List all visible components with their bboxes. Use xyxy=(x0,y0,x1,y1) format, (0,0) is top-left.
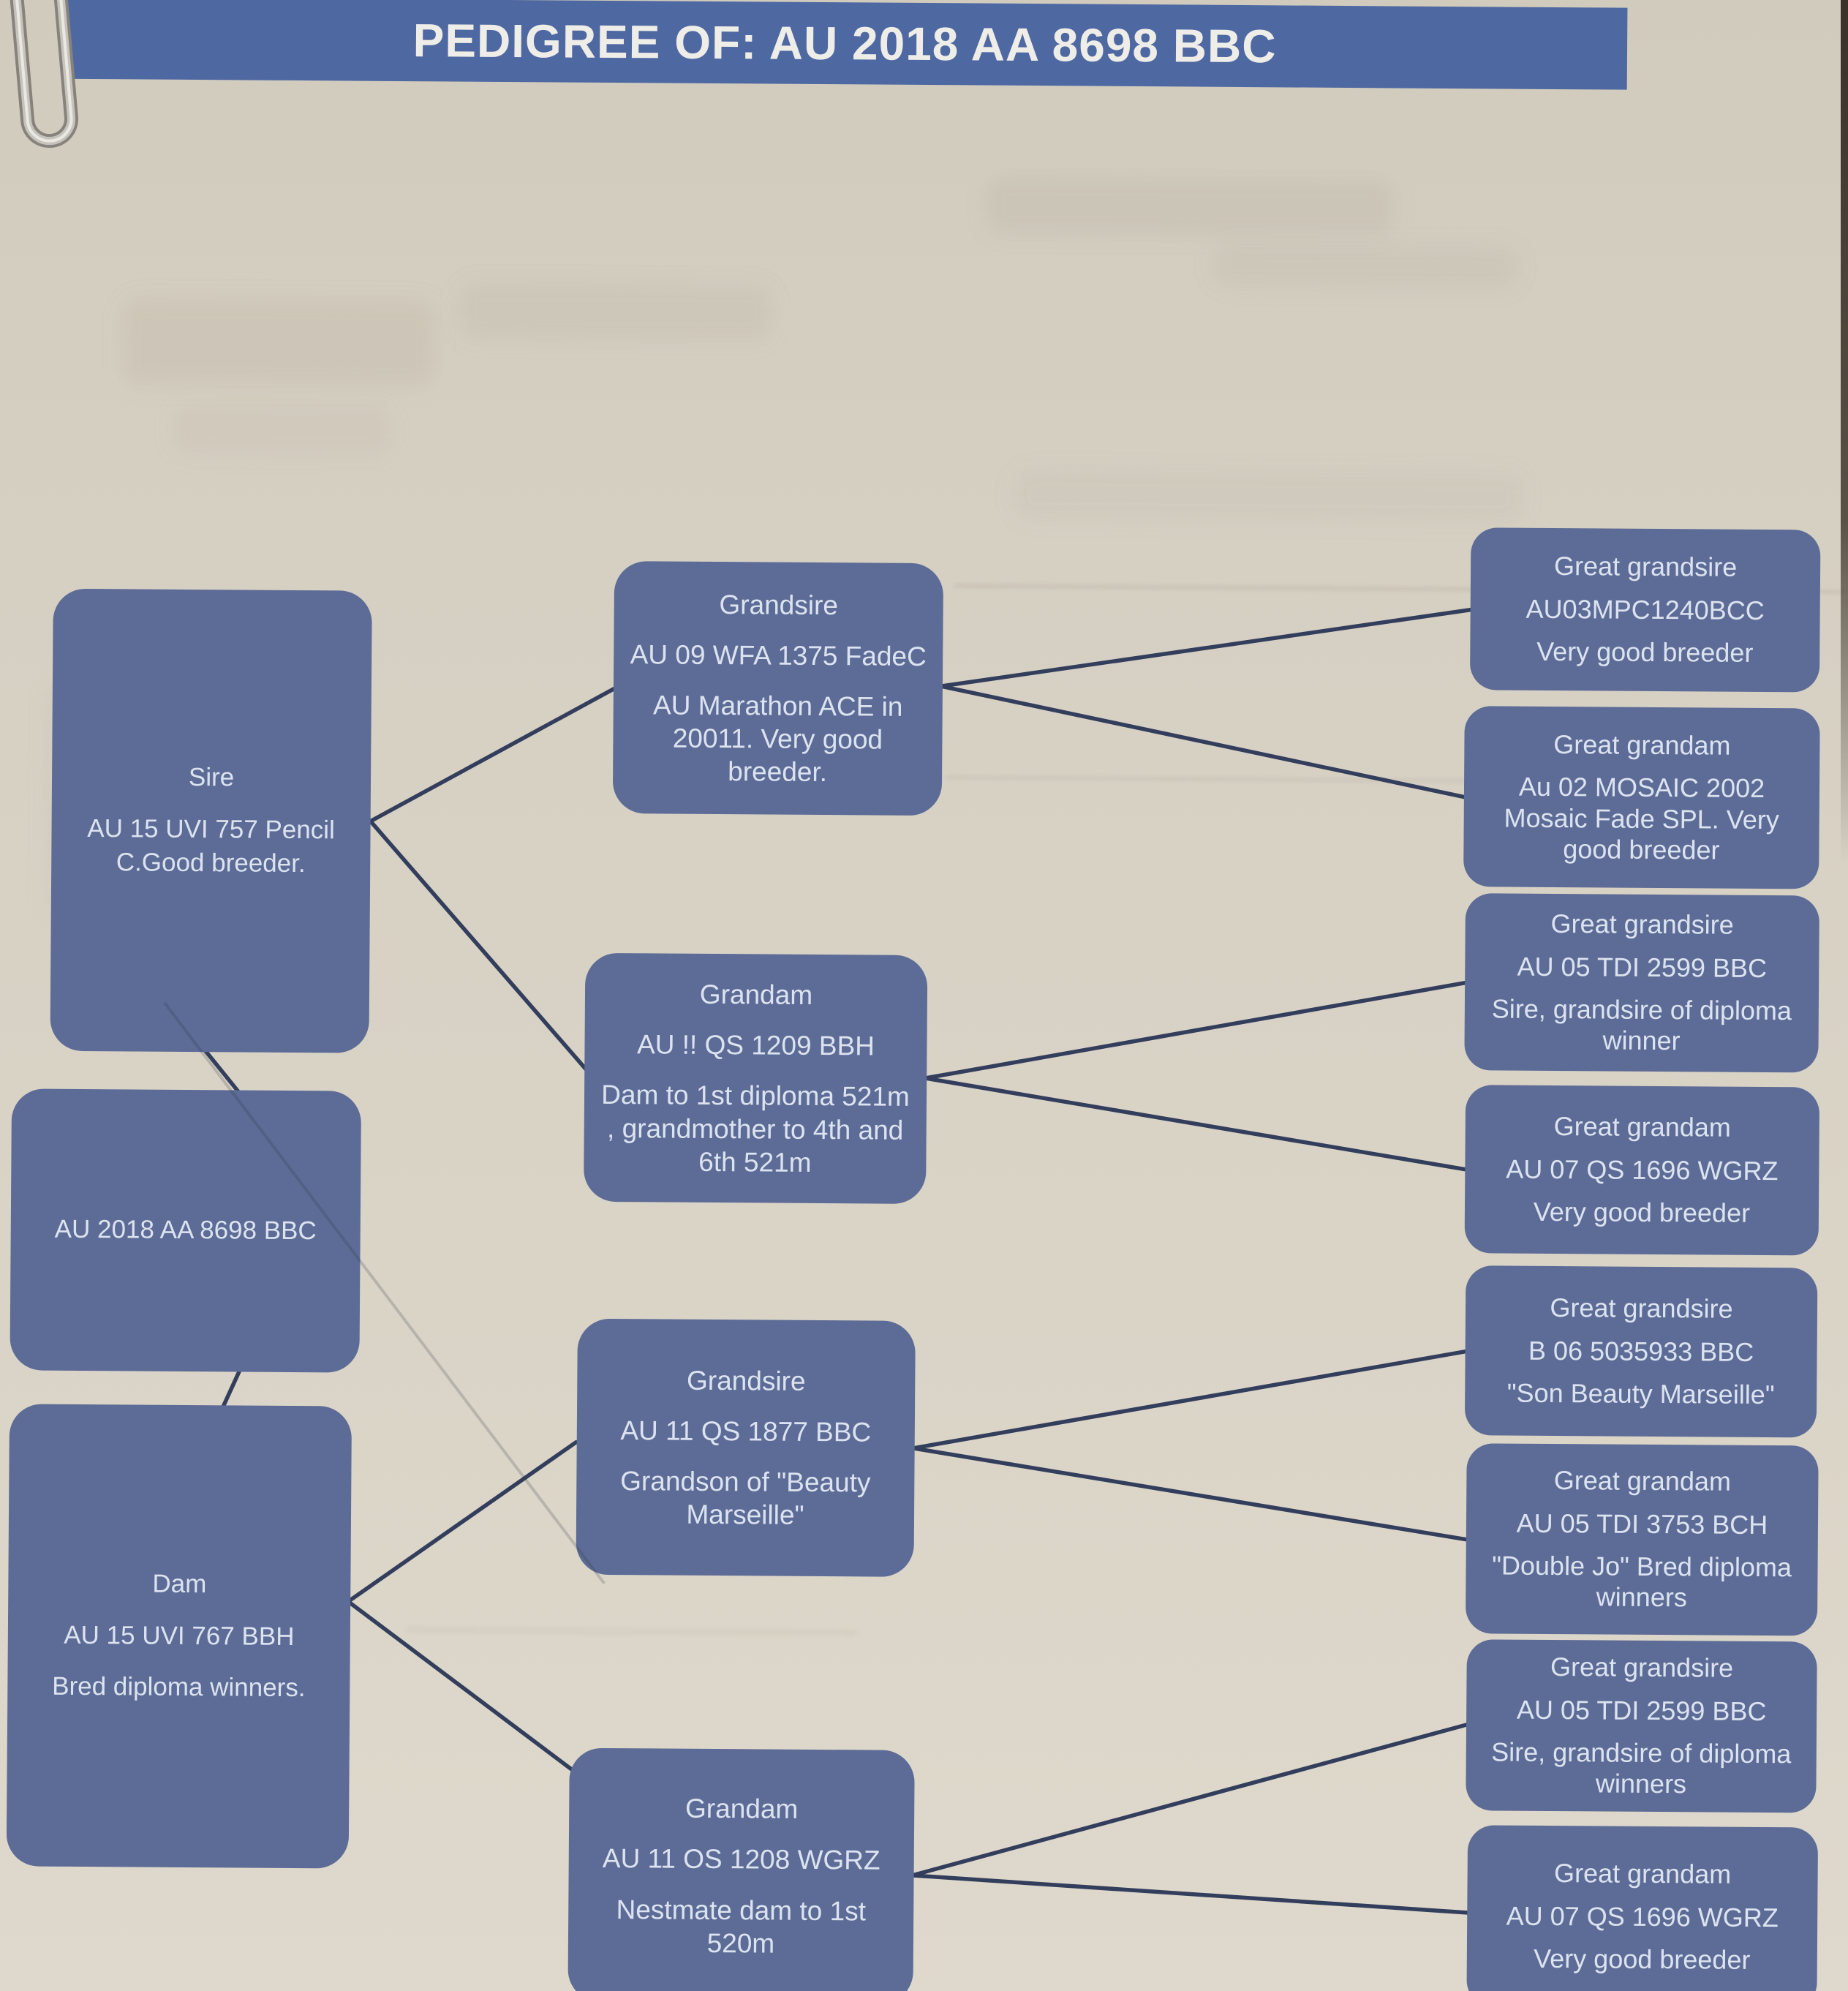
paperclip xyxy=(7,0,78,148)
node-label: Grandsire xyxy=(719,589,839,620)
node-note: Dam to 1st diploma 521m , grandmother to… xyxy=(601,1080,910,1178)
node-id: AU 15 UVI 767 BBH xyxy=(64,1620,295,1651)
connector-gd1-ggs2 xyxy=(923,980,1469,1080)
bleed-through-smudge xyxy=(172,404,392,457)
maternal-grandam-box: Grandam AU 11 OS 1208 WGRZ Nestmate dam … xyxy=(567,1747,915,1991)
title-banner: PEDIGREE OF: AU 2018 AA 8698 BBC xyxy=(61,0,1628,90)
node-label: Great grandsire xyxy=(1550,1292,1733,1325)
node-note: Nestmate dam to 1st 520m xyxy=(616,1894,867,1959)
photo-edge-strip xyxy=(1841,0,1848,863)
node-label: Great grandam xyxy=(1553,1465,1732,1497)
node-label: Great grandam xyxy=(1553,1111,1731,1143)
connector-gd1-ggd2 xyxy=(923,1076,1470,1172)
great-grandsire-box-4: Great grandsire AU 05 TDI 2599 BBC Sire,… xyxy=(1466,1639,1817,1813)
bleed-through-smudge xyxy=(458,282,773,343)
node-label: Sire xyxy=(188,762,235,792)
node-label: Grandam xyxy=(699,979,813,1011)
great-grandam-box-1: Great grandam Au 02 MOSAIC 2002 Mosaic F… xyxy=(1463,706,1820,889)
bleed-through-smudge xyxy=(985,176,1395,238)
node-id: AU 11 OS 1208 WGRZ xyxy=(602,1843,880,1875)
bleed-through-rule xyxy=(945,775,1472,783)
bleed-through-smudge xyxy=(121,298,437,388)
subject-box: AU 2018 AA 8698 BBC xyxy=(10,1088,362,1373)
great-grandam-box-2: Great grandam AU 07 QS 1696 WGRZ Very go… xyxy=(1464,1085,1820,1256)
node-label: Grandsire xyxy=(686,1365,806,1396)
connector-gs1-ggs1 xyxy=(939,607,1475,688)
node-id: AU 09 WFA 1375 FadeC xyxy=(630,639,927,671)
great-grandsire-box-2: Great grandsire AU 05 TDI 2599 BBC Sire,… xyxy=(1464,893,1819,1073)
node-id: AU 05 TDI 2599 BBC xyxy=(1517,951,1768,983)
node-note: C.Good breeder. xyxy=(116,848,306,878)
connector-gs2-ggs3 xyxy=(910,1349,1470,1450)
connector-sire-grandsire xyxy=(368,683,622,824)
connector-gd2-ggd4 xyxy=(910,1873,1474,1916)
node-id: AU 15 UVI 757 Pencil xyxy=(87,813,335,845)
node-label: Great grandsire xyxy=(1550,908,1734,940)
great-grandam-box-4: Great grandam AU 07 QS 1696 WGRZ Very go… xyxy=(1466,1825,1819,1991)
connector-dam-grandsire xyxy=(346,1439,578,1604)
node-label: Great grandam xyxy=(1553,1858,1732,1890)
node-id: AU 11 QS 1877 BBC xyxy=(620,1415,872,1448)
node-label: Grandam xyxy=(684,1793,799,1825)
node-note: Bred diploma winners. xyxy=(52,1672,306,1703)
connector-gd2-ggs4 xyxy=(910,1722,1471,1878)
node-note: "Son Beauty Marseille" xyxy=(1506,1377,1775,1410)
dam-box: Dam AU 15 UVI 767 BBH Bred diploma winne… xyxy=(6,1404,352,1869)
great-grandam-box-3: Great grandam AU 05 TDI 3753 BCH "Double… xyxy=(1465,1443,1819,1636)
node-id: AU !! QS 1209 BBH xyxy=(636,1029,875,1061)
node-note: "Double Jo" Bred diploma winners xyxy=(1492,1550,1792,1613)
node-note: Grandson of "Beauty Marseille" xyxy=(620,1466,871,1530)
connector-sire-grandam xyxy=(368,818,592,1077)
maternal-grandsire-box: Grandsire AU 11 QS 1877 BBC Grandson of … xyxy=(576,1318,916,1577)
bleed-through-smudge xyxy=(1012,468,1525,524)
subject-id: AU 2018 AA 8698 BBC xyxy=(54,1214,317,1246)
node-id: AU 07 QS 1696 WGRZ xyxy=(1506,1153,1779,1186)
node-note: Very good breeder xyxy=(1534,1943,1751,1976)
sire-box: Sire AU 15 UVI 757 Pencil C.Good breeder… xyxy=(50,588,372,1053)
connector-gs2-ggd3 xyxy=(910,1446,1471,1542)
page-title: PEDIGREE OF: AU 2018 AA 8698 BBC xyxy=(412,14,1277,73)
node-note: Very good breeder xyxy=(1536,636,1754,669)
node-id: AU 07 QS 1696 WGRZ xyxy=(1506,1900,1779,1932)
paternal-grandam-box: Grandam AU !! QS 1209 BBH Dam to 1st dip… xyxy=(584,952,928,1205)
node-note: Sire, grandsire of diploma winners xyxy=(1491,1736,1792,1799)
node-id: AU 05 TDI 2599 BBC xyxy=(1516,1694,1767,1726)
paternal-grandsire-box: Grandsire AU 09 WFA 1375 FadeC AU Marath… xyxy=(612,561,944,816)
node-label: Great grandsire xyxy=(1550,1652,1734,1683)
bleed-through-smudge xyxy=(1211,243,1520,290)
node-note: Very good breeder xyxy=(1533,1197,1751,1229)
bleed-through-rule xyxy=(404,1627,859,1636)
great-grandsire-box-1: Great grandsire AU03MPC1240BCC Very good… xyxy=(1469,527,1821,693)
node-id: B 06 5035933 BBC xyxy=(1528,1335,1754,1367)
node-id: AU 05 TDI 3753 BCH xyxy=(1516,1508,1768,1540)
node-label: Great grandam xyxy=(1553,729,1731,761)
node-label: Dam xyxy=(152,1569,207,1599)
node-id: Au 02 MOSAIC 2002 Mosaic Fade SPL. Very … xyxy=(1504,771,1779,865)
node-label: Great grandsire xyxy=(1553,551,1738,583)
node-note: Sire, grandsire of diploma winner xyxy=(1491,993,1792,1056)
node-note: AU Marathon ACE in 20011. Very good bree… xyxy=(652,690,903,788)
great-grandsire-box-3: Great grandsire B 06 5035933 BBC "Son Be… xyxy=(1464,1265,1818,1438)
node-id: AU03MPC1240BCC xyxy=(1525,593,1765,625)
